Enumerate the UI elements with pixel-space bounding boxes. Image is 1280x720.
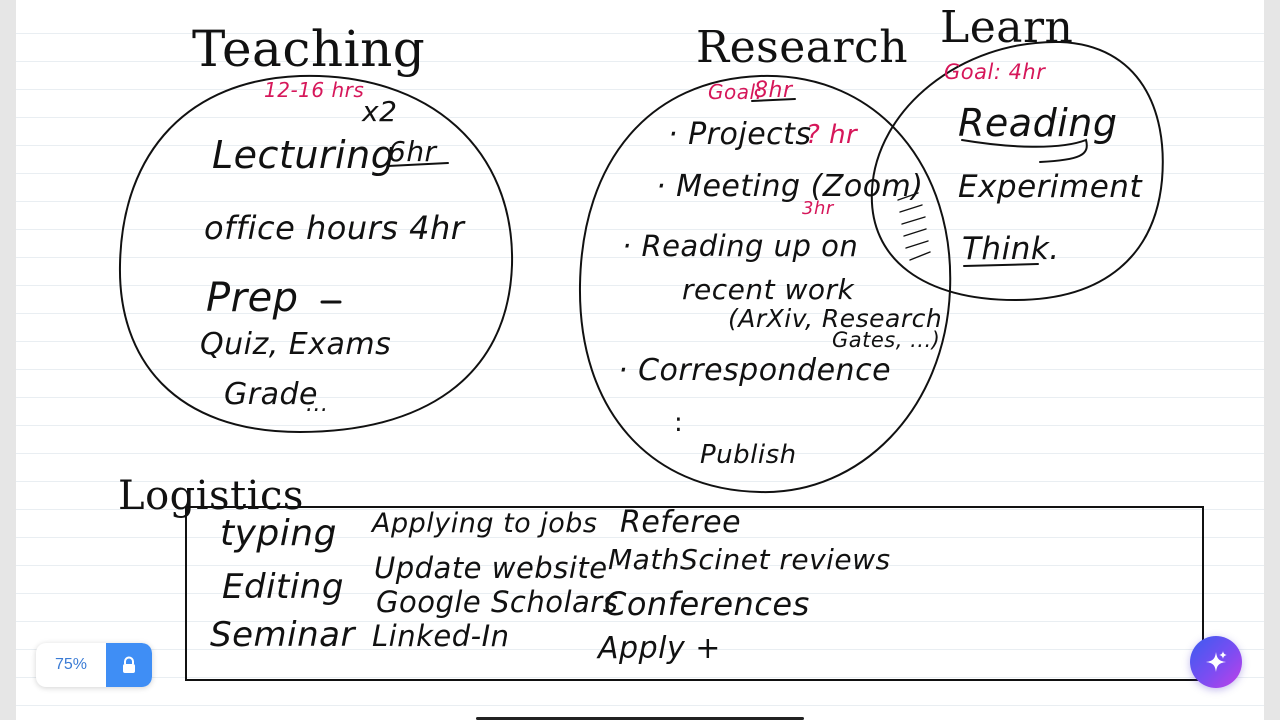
research-vertical-ellipsis: : bbox=[674, 408, 684, 438]
research-projects-text: Projects bbox=[688, 117, 812, 152]
research-circle bbox=[578, 74, 952, 494]
bullet: · bbox=[656, 169, 667, 204]
teaching-title: Teaching bbox=[192, 20, 426, 78]
logistics-col3-apply: Apply + bbox=[598, 631, 721, 666]
lock-icon bbox=[123, 656, 135, 673]
research-projects-note: ? hr bbox=[806, 120, 858, 150]
teaching-item-quiz: Quiz, Exams bbox=[200, 327, 392, 362]
lock-button[interactable] bbox=[106, 643, 152, 687]
logistics-col1-seminar: Seminar bbox=[210, 615, 355, 655]
research-reading-text: Reading up on bbox=[641, 229, 859, 263]
teaching-multiplier: x2 bbox=[362, 95, 398, 128]
teaching-item-grade: Grade bbox=[224, 377, 318, 412]
research-goal-value: 8hr bbox=[754, 78, 793, 103]
bullet: · bbox=[622, 229, 632, 263]
think-underline bbox=[963, 263, 1039, 267]
research-correspondence-text: Correspondence bbox=[638, 353, 892, 388]
page-edge-right bbox=[1264, 0, 1280, 720]
logistics-col3-referee: Referee bbox=[620, 505, 742, 540]
research-title: Research bbox=[696, 22, 909, 73]
research-arxiv: (ArXiv, Research bbox=[728, 304, 943, 333]
sparkle-icon bbox=[1206, 651, 1227, 672]
ai-assistant-button[interactable] bbox=[1190, 636, 1242, 688]
teaching-goal: 12-16 hrs bbox=[264, 78, 365, 102]
reading-underline bbox=[961, 138, 1088, 163]
learn-item-think: Think. bbox=[962, 231, 1060, 267]
logistics-col2-linkedin: Linked-In bbox=[372, 619, 510, 653]
teaching-item-prep: Prep bbox=[206, 275, 299, 321]
goal-underline bbox=[751, 98, 796, 102]
research-recent-work: recent work bbox=[682, 273, 855, 306]
learn-goal: Goal: 4hr bbox=[944, 60, 1046, 84]
research-meeting-note: 3hr bbox=[802, 198, 834, 219]
teaching-item-office-hours: office hours 4hr bbox=[204, 209, 465, 247]
learn-item-experiment: Experiment bbox=[958, 169, 1143, 205]
teaching-lecturing-hours: 6hr bbox=[388, 135, 437, 168]
logistics-box bbox=[185, 506, 1204, 681]
bullet: · bbox=[618, 353, 629, 388]
logistics-col2-applying: Applying to jobs bbox=[372, 508, 598, 539]
zoom-level-button[interactable]: 75% bbox=[54, 656, 88, 673]
page-edge-left bbox=[0, 0, 16, 720]
research-publish: Publish bbox=[700, 440, 797, 470]
logistics-title: Logistics bbox=[118, 473, 304, 519]
logistics-col1-editing: Editing bbox=[222, 567, 344, 607]
research-goal-label: Goal: bbox=[708, 80, 763, 104]
teaching-item-lecturing: Lecturing bbox=[212, 133, 396, 177]
teaching-ellipsis: ... bbox=[306, 392, 329, 417]
home-indicator[interactable] bbox=[476, 717, 804, 720]
logistics-col2-scholar: Google Scholars bbox=[376, 585, 619, 619]
research-item-correspondence: · Correspondence bbox=[618, 356, 891, 386]
logistics-col3-conferences: Conferences bbox=[604, 585, 810, 623]
research-item-reading: · Reading up on bbox=[622, 232, 858, 261]
teaching-circle bbox=[118, 74, 514, 434]
research-meeting-text: Meeting (Zoom) bbox=[676, 169, 924, 204]
bullet: · bbox=[668, 117, 679, 152]
learn-circle bbox=[870, 40, 1164, 302]
research-item-projects: · Projects bbox=[668, 120, 812, 150]
research-item-meeting: · Meeting (Zoom) bbox=[656, 172, 923, 202]
learn-item-reading: Reading bbox=[958, 101, 1118, 145]
learn-title: Learn bbox=[940, 2, 1074, 53]
logistics-col3-mathscinet: MathScinet reviews bbox=[608, 543, 891, 576]
zoom-lock-control: 75% bbox=[36, 643, 152, 687]
logistics-col2-website: Update website bbox=[374, 551, 608, 585]
research-gates: Gates, ...) bbox=[832, 328, 941, 352]
lecturing-underline bbox=[387, 162, 449, 167]
logistics-col1-typing: typing bbox=[220, 513, 337, 554]
